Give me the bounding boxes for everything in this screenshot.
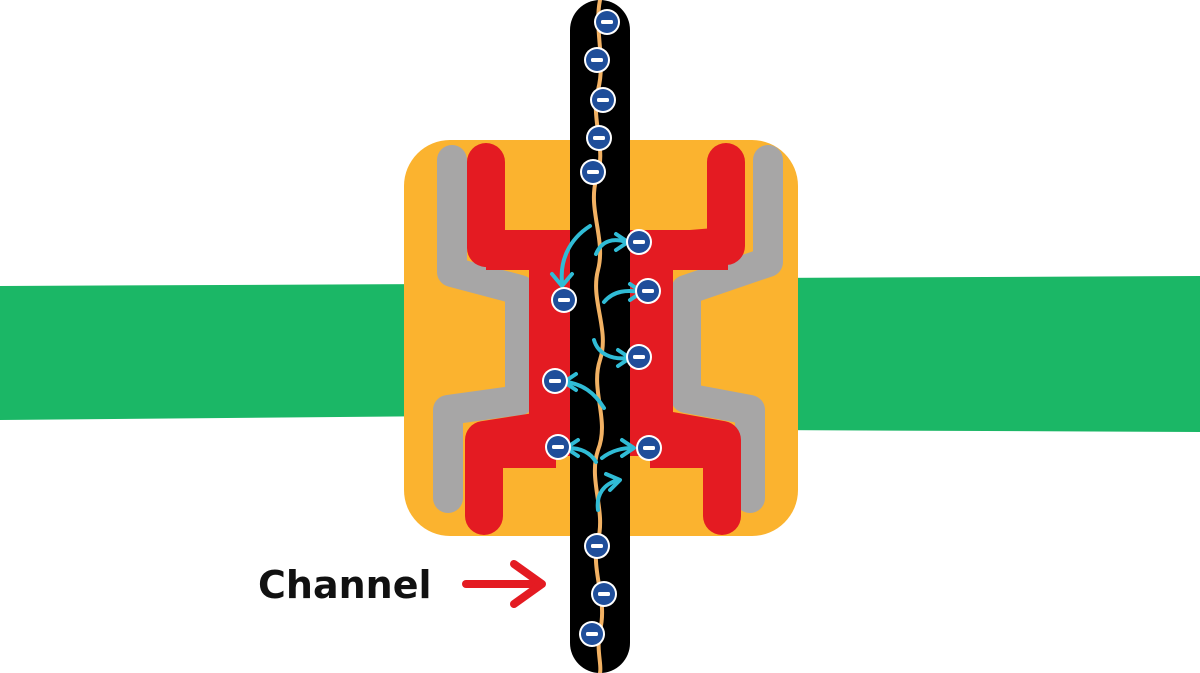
electrons	[542, 9, 662, 647]
electron-icon	[626, 229, 652, 255]
insulator-layer	[433, 145, 783, 513]
minus-icon	[642, 289, 654, 293]
electron-icon	[586, 125, 612, 151]
electrode-right-top-foot	[650, 230, 728, 270]
minus-icon	[587, 170, 599, 174]
electron-icon	[584, 47, 610, 73]
flow-arrow	[600, 438, 636, 460]
electron-icon	[636, 435, 662, 461]
electron-icon	[545, 434, 571, 460]
channel-label: Channel	[258, 563, 432, 607]
flow-arrow	[595, 472, 622, 512]
electron-icon	[579, 621, 605, 647]
substrate-stripe-right	[760, 276, 1200, 432]
insulator-left	[433, 145, 535, 513]
electron-icon	[584, 533, 610, 559]
minus-icon	[558, 298, 570, 302]
minus-icon	[601, 20, 613, 24]
minus-icon	[591, 544, 603, 548]
flow-arrow	[550, 224, 592, 288]
insulator-right	[671, 145, 783, 513]
minus-icon	[549, 379, 561, 383]
minus-icon	[633, 240, 645, 244]
electron-icon	[635, 278, 661, 304]
minus-icon	[597, 98, 609, 102]
electron-icon	[580, 159, 606, 185]
substrate-stripe-left	[0, 284, 450, 420]
minus-icon	[586, 632, 598, 636]
minus-icon	[643, 446, 655, 450]
electron-icon	[591, 581, 617, 607]
electron-icon	[542, 368, 568, 394]
electrode-right-bottom-foot	[650, 424, 726, 468]
electron-icon	[594, 9, 620, 35]
electrode-left-bottom-foot	[482, 424, 556, 468]
minus-icon	[633, 355, 645, 359]
minus-icon	[593, 136, 605, 140]
electron-icon	[626, 344, 652, 370]
electron-icon	[590, 87, 616, 113]
minus-icon	[591, 58, 603, 62]
electron-icon	[551, 287, 577, 313]
minus-icon	[552, 445, 564, 449]
label-arrow	[462, 560, 546, 608]
minus-icon	[598, 592, 610, 596]
electrode-left-top-foot	[486, 230, 556, 270]
